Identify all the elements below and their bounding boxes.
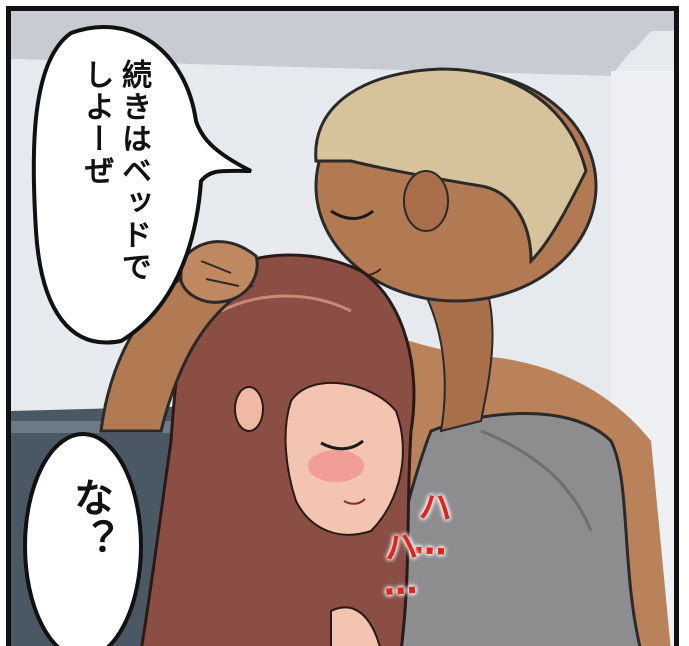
comic-panel: 続きはベッドで しよーぜ な？ ハ… ハ… [6,6,679,646]
man-ear [404,171,448,231]
sound-effect-2: ハ… [372,527,426,604]
dialogue-line-1: 続きはベッドで しよーぜ [77,59,152,299]
dialogue-line-2: な？ [65,477,115,617]
blush [308,450,364,482]
